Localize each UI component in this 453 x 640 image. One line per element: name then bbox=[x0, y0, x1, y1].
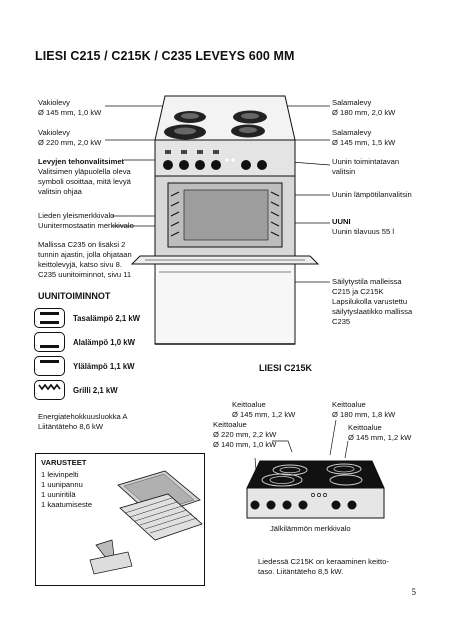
grill-icon bbox=[34, 380, 65, 400]
label-selectors-title: Levyjen tehonvalitsimet bbox=[38, 157, 125, 166]
label-c235-note-line3: keittolevyjä, katso sivu 8. bbox=[38, 260, 122, 269]
label-storage-line4: säilytyslaatikko mallissa bbox=[332, 307, 413, 316]
top-heat-icon bbox=[34, 356, 65, 376]
label-vakiolevy-220-spec: Ø 220 mm, 2,0 kW bbox=[38, 138, 102, 147]
label-oven-function-line1: Uunin toimintatavan bbox=[332, 157, 400, 166]
ceramic-stove-illustration bbox=[246, 419, 385, 519]
label-vakiolevy-145-title: Vakiolevy bbox=[38, 98, 70, 107]
label-selectors-line2: symboli osoittaa, mitä levyä bbox=[38, 177, 131, 186]
connection-power: Liitäntäteho 8,6 kW bbox=[38, 422, 104, 431]
accessories-box bbox=[35, 453, 205, 586]
label-storage-line2: C215 ja C215K bbox=[332, 287, 384, 296]
accessory-item: 1 uunipannu bbox=[41, 480, 83, 489]
label-oven-function-line2: valitsin bbox=[332, 167, 356, 176]
zone-220-spec: Ø 220 mm, 2,2 kW bbox=[213, 430, 277, 439]
top-bottom-heat-icon bbox=[34, 308, 65, 328]
label-c235-note-line4: C235 uunitoiminnot, sivu 11 bbox=[38, 270, 132, 279]
label-storage-line3: Lapsilukolla varustettu bbox=[332, 297, 408, 306]
bottom-heat-icon bbox=[34, 332, 65, 352]
oven-function-label: Alalämpö 1,0 kW bbox=[73, 338, 135, 347]
accessory-item: 1 uuniritilä bbox=[41, 490, 76, 499]
label-salamalevy-180-title: Salamalevy bbox=[332, 98, 372, 107]
zone-145-title: Keittoalue bbox=[232, 400, 266, 409]
zone-220-title: Keittoalue bbox=[213, 420, 247, 429]
oven-functions-heading: UUNITOIMINNOT bbox=[38, 291, 111, 301]
zone-145b-spec: Ø 145 mm, 1,2 kW bbox=[348, 433, 412, 442]
label-c235-note-line1: Mallissa C235 on lisäksi 2 bbox=[38, 240, 126, 249]
zone-180-title: Keittoalue bbox=[332, 400, 366, 409]
label-vakiolevy-220-title: Vakiolevy bbox=[38, 128, 70, 137]
ceramic-stove-heading: LIESI C215K bbox=[259, 363, 313, 373]
page-number: 5 bbox=[411, 587, 417, 597]
label-thermostat: Uunin lämpötilanvalitsin bbox=[332, 190, 412, 199]
accessory-item: 1 leivinpelti bbox=[41, 470, 79, 479]
ceramic-note-line1: Liedessä C215K on keraaminen keitto- bbox=[258, 557, 389, 566]
zone-145b-title: Keittoalue bbox=[348, 423, 382, 432]
oven-function-label: Ylälämpö 1,1 kW bbox=[73, 362, 135, 371]
page-title: LIESI C215 / C215K / C235 LEVEYS 600 MM bbox=[35, 49, 295, 63]
oven-function-label: Grilli 2,1 kW bbox=[73, 386, 118, 395]
stove-illustration bbox=[130, 95, 320, 345]
accessories-illustration bbox=[89, 470, 203, 575]
label-salamalevy-145-title: Salamalevy bbox=[332, 128, 372, 137]
label-general-indicator: Lieden yleismerkkivalo bbox=[38, 211, 115, 220]
accessory-item: 1 kaatumiseste bbox=[41, 500, 93, 509]
energy-class: Energiatehokkuusluokka A bbox=[38, 412, 128, 421]
label-selectors-line1: Valitsimen yläpuolella oleva bbox=[38, 167, 131, 176]
oven-function-label: Tasalämpö 2,1 kW bbox=[73, 314, 141, 323]
zone-140-spec: Ø 140 mm, 1,0 kW bbox=[213, 440, 277, 449]
ceramic-note-line2: taso. Liitäntäteho 8,5 kW. bbox=[258, 567, 344, 576]
label-storage-line5: C235 bbox=[332, 317, 351, 326]
label-oven-title: UUNI bbox=[332, 217, 351, 226]
label-salamalevy-180-spec: Ø 180 mm, 2,0 kW bbox=[332, 108, 396, 117]
label-oven-volume: Uunin tilavuus 55 l bbox=[332, 227, 395, 236]
accessories-heading: VARUSTEET bbox=[41, 458, 87, 467]
label-c235-note-line2: tunnin ajastin, jolla ohjataan bbox=[38, 250, 132, 259]
zone-145-spec: Ø 145 mm, 1,2 kW bbox=[232, 410, 296, 419]
label-storage-line1: Säilytystila malleissa bbox=[332, 277, 402, 286]
label-thermostat-indicator: Uunitermostaatin merkkivalo bbox=[38, 221, 134, 230]
zone-180-spec: Ø 180 mm, 1,8 kW bbox=[332, 410, 396, 419]
label-selectors-line3: valitsin ohjaa bbox=[38, 187, 82, 196]
residual-heat-label: Jälkilämmön merkkivalo bbox=[270, 524, 351, 533]
label-vakiolevy-145-spec: Ø 145 mm, 1,0 kW bbox=[38, 108, 102, 117]
label-salamalevy-145-spec: Ø 145 mm, 1,5 kW bbox=[332, 138, 396, 147]
